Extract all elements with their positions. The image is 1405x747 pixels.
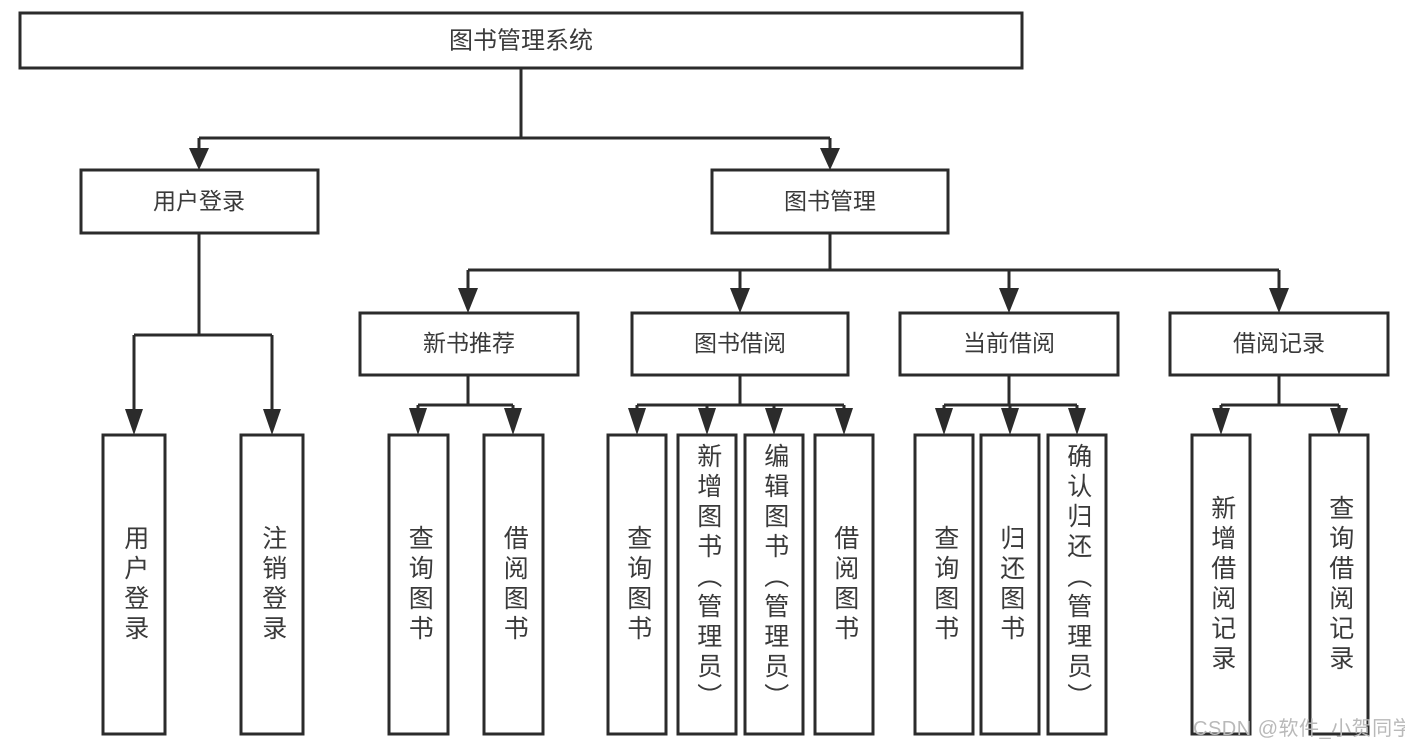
leaf-query-book-3-box[interactable]	[913, 433, 975, 736]
node-current-borrow-label: 当前借阅	[963, 330, 1055, 356]
node-root[interactable]: 图书管理系统	[18, 11, 1024, 70]
leaf-edit-book-box[interactable]	[743, 433, 805, 736]
node-book-manage-box[interactable]	[710, 168, 950, 235]
node-root-label: 图书管理系统	[449, 27, 593, 54]
connector-currentborrow-to-leaves	[935, 375, 1086, 435]
node-current-borrow-box[interactable]	[898, 311, 1120, 377]
connector-bookborrow-to-leaves	[628, 375, 853, 435]
leaf-borrow-book-1-box[interactable]	[482, 433, 545, 736]
arrow-current-borrow-icon	[999, 288, 1019, 313]
node-book-manage-label: 图书管理	[784, 188, 876, 214]
arrow-leaf-add-book-icon	[698, 408, 716, 435]
arrow-leaf-edit-book-icon	[765, 408, 783, 435]
arrow-book-manage-icon	[820, 148, 840, 170]
arrow-leaf-logout-icon	[263, 409, 281, 435]
arrow-user-login-icon	[189, 148, 209, 170]
node-new-book-recommend-label: 新书推荐	[423, 330, 515, 356]
connector-root-to-level2	[189, 68, 840, 170]
connector-bookmanage-to-level3	[458, 233, 1289, 313]
arrow-leaf-query-book-1-icon	[409, 408, 427, 435]
connector-userlogin-to-leaves	[125, 233, 281, 435]
node-user-login-label: 用户登录	[153, 188, 245, 214]
arrow-new-book-recommend-icon	[458, 288, 478, 313]
leaf-add-record-box[interactable]	[1190, 433, 1252, 736]
connector-newbook-to-leaves	[409, 375, 522, 435]
node-book-borrow-label: 图书借阅	[694, 330, 786, 356]
arrow-leaf-query-book-2-icon	[628, 408, 646, 435]
arrow-book-borrow-icon	[730, 288, 750, 313]
arrow-leaf-borrow-book-2-icon	[835, 408, 853, 435]
node-current-borrow[interactable]: 当前借阅	[898, 311, 1120, 377]
arrow-leaf-add-record-icon	[1212, 408, 1230, 435]
node-borrow-record[interactable]: 借阅记录	[1168, 311, 1390, 377]
leaf-borrow-book-2-box[interactable]	[813, 433, 875, 736]
connector-borrowrecord-to-leaves	[1212, 375, 1348, 435]
arrow-leaf-borrow-book-1-icon	[504, 408, 522, 435]
node-book-borrow-box[interactable]	[630, 311, 850, 377]
arrow-borrow-record-icon	[1269, 288, 1289, 313]
watermark: CSDN @软件_小贺同学	[1193, 718, 1405, 740]
leaf-add-book-box[interactable]	[676, 433, 738, 736]
arrow-leaf-return-book-icon	[1001, 408, 1019, 435]
leaf-return-book-box[interactable]	[979, 433, 1041, 736]
leaf-boxes	[101, 433, 1370, 736]
node-user-login-box[interactable]	[79, 168, 320, 235]
node-book-borrow[interactable]: 图书借阅	[630, 311, 850, 377]
leaf-query-record-box[interactable]	[1308, 433, 1370, 736]
leaf-user-login-box[interactable]	[101, 433, 167, 736]
leaf-logout-box[interactable]	[239, 433, 305, 736]
arrow-leaf-confirm-return-icon	[1068, 408, 1086, 435]
node-user-login[interactable]: 用户登录	[79, 168, 320, 235]
node-new-book-recommend[interactable]: 新书推荐	[358, 311, 580, 377]
node-book-manage[interactable]: 图书管理	[710, 168, 950, 235]
node-borrow-record-box[interactable]	[1168, 311, 1390, 377]
node-new-book-recommend-box[interactable]	[358, 311, 580, 377]
node-root-box[interactable]	[18, 11, 1024, 70]
node-borrow-record-label: 借阅记录	[1233, 330, 1325, 356]
leaf-query-book-2-box[interactable]	[606, 433, 668, 736]
leaf-query-book-1-box[interactable]	[387, 433, 450, 736]
arrow-leaf-user-login-icon	[125, 409, 143, 435]
arrow-leaf-query-record-icon	[1330, 408, 1348, 435]
leaf-confirm-return-box[interactable]	[1046, 433, 1108, 736]
arrow-leaf-query-book-3-icon	[935, 408, 953, 435]
